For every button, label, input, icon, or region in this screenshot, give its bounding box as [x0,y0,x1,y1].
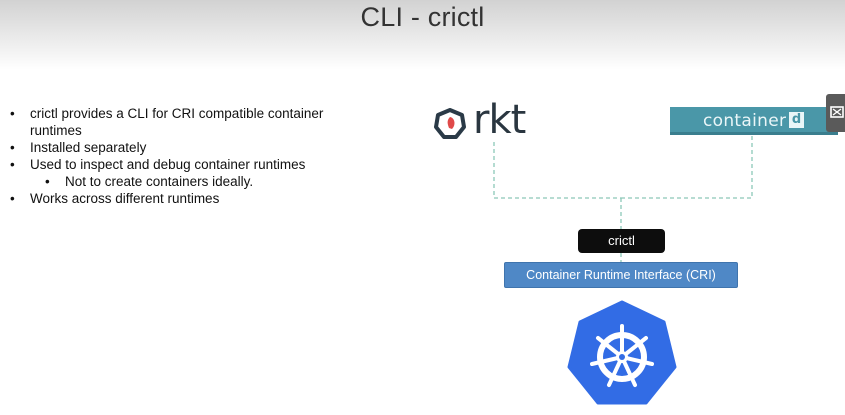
kubernetes-helm-wheel-icon [567,300,677,405]
bullet-list: crictl provides a CLI for CRI compatible… [10,105,370,207]
containerd-connector [621,136,753,199]
containerd-logo: container d [670,107,838,135]
containerd-logo-text: container [703,111,787,131]
bullet-item: Works across different runtimes [10,190,370,207]
rkt-connector [493,142,621,199]
cri-box: Container Runtime Interface (CRI) [504,262,738,288]
crictl-box: crictl [578,229,665,253]
sub-bullet-item: Not to create containers ideally. [10,173,370,190]
containerd-logo-d: d [789,112,804,128]
expand-icon [830,106,844,118]
rkt-logo-icon [434,108,466,139]
expand-button[interactable] [826,94,845,132]
slide-title: CLI - crictl [360,2,485,32]
bullet-item: crictl provides a CLI for CRI compatible… [10,105,370,139]
bullet-item: Used to inspect and debug container runt… [10,156,370,173]
title-bar [0,0,845,70]
bullet-item: Installed separately [10,139,370,156]
rkt-logo-text: rkt [473,97,526,143]
